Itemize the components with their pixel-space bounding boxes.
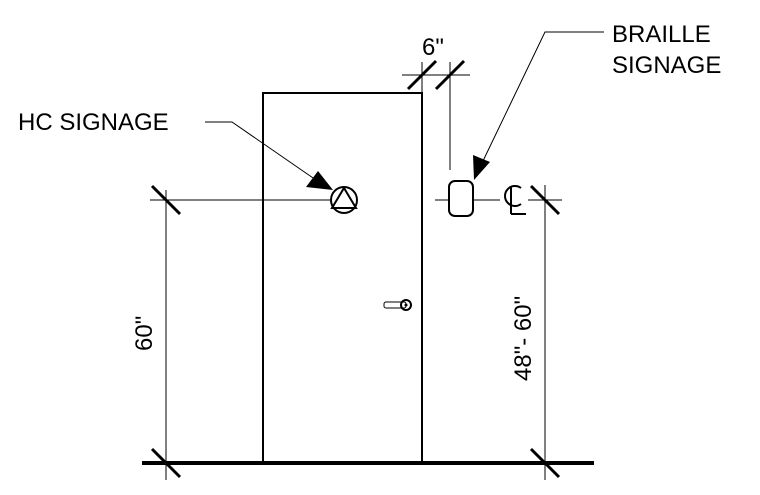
hc-height-dimension-label: 60" [131, 316, 158, 351]
lever-handle-icon [383, 299, 412, 311]
hc-signage-label: HC SIGNAGE [18, 109, 169, 136]
braille-signage-label-line1: BRAILLE [612, 21, 711, 48]
offset-dimension-label: 6" [422, 34, 444, 61]
braille-height-dimension-label: 48"- 60" [510, 296, 537, 381]
braille-signage-leader [473, 31, 604, 180]
door-outline [262, 92, 423, 464]
centerline-symbol-icon [504, 185, 526, 215]
rounded-square-icon [448, 180, 474, 217]
offset-tick-right [434, 59, 466, 91]
braille-signage-label-line2: SIGNAGE [612, 52, 721, 79]
circle-triangle-icon [330, 186, 358, 214]
offset-tick-left [406, 59, 438, 91]
hc-height-tick-top [150, 184, 182, 216]
hc-signage-leader [205, 121, 333, 190]
braille-height-tick-bottom [529, 447, 561, 479]
braille-height-tick-top [529, 184, 561, 216]
hc-height-tick-bottom [150, 447, 182, 479]
